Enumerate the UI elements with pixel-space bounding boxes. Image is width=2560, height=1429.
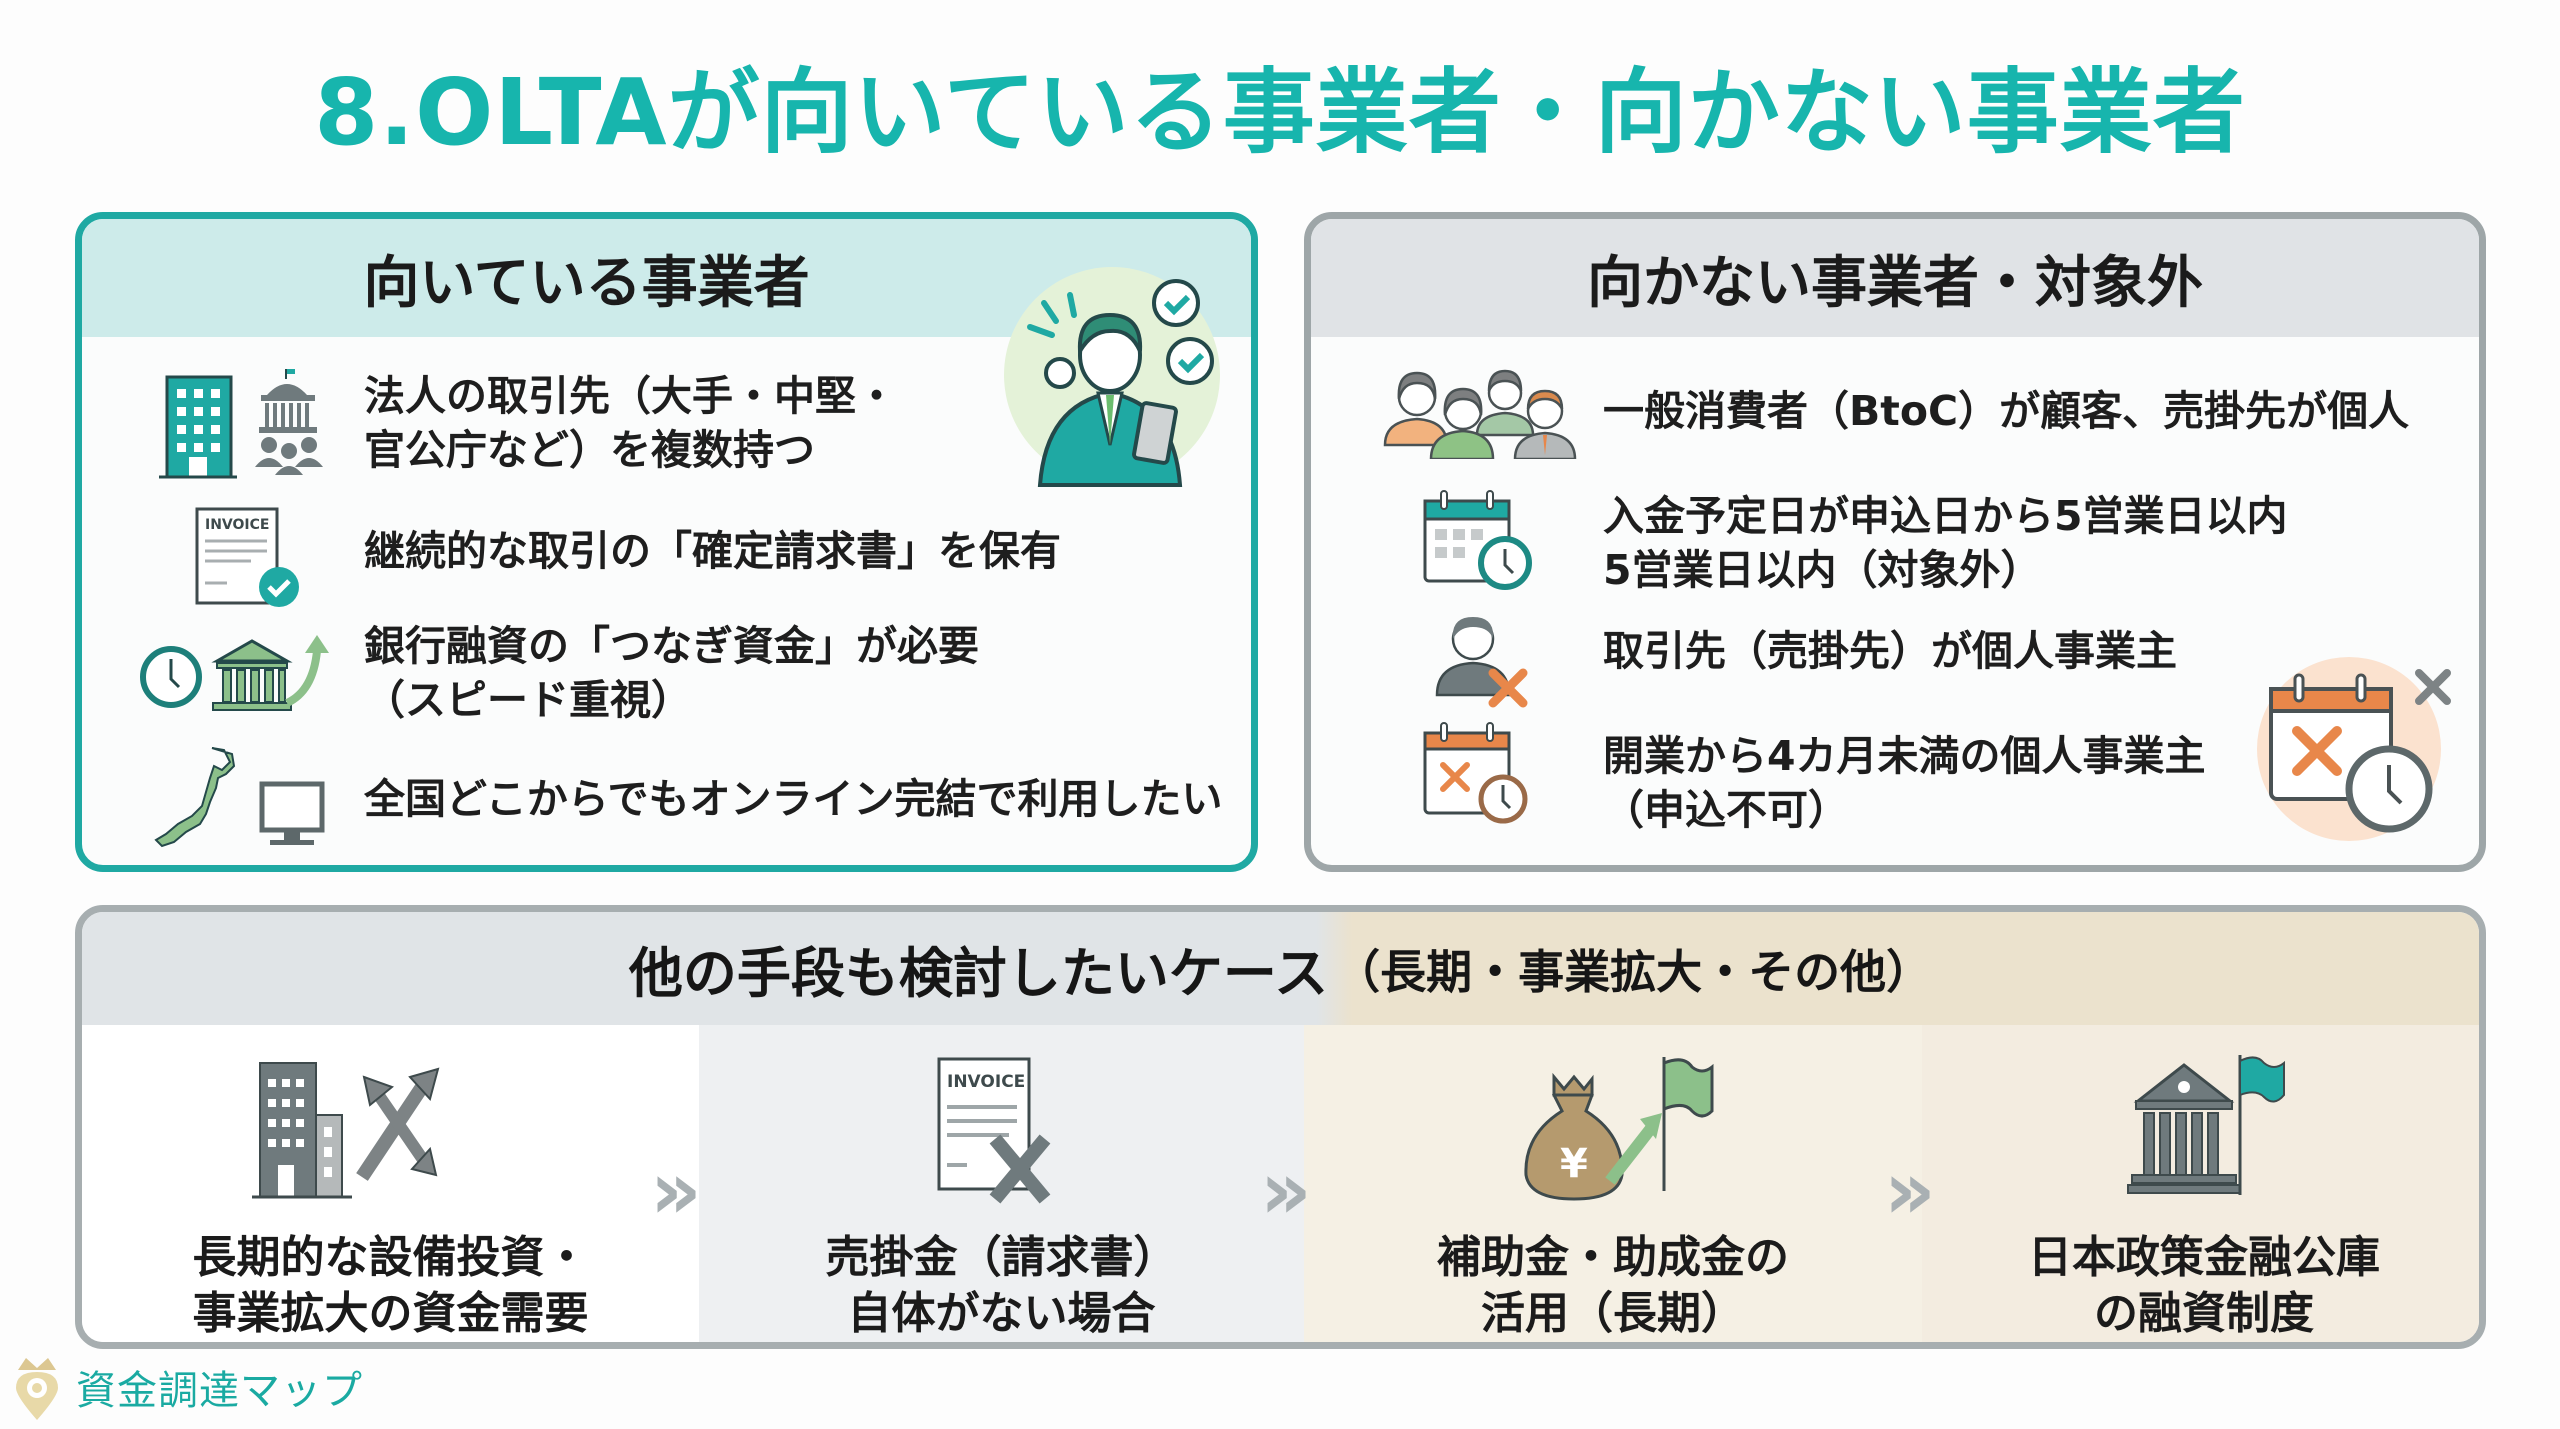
unsuitable-item-2-text: 取引先（売掛先）が個人事業主	[1603, 627, 2177, 675]
suitable-item-3: 銀行融資の「つなぎ資金」が必要 （スピード重視）	[364, 619, 979, 727]
clock-bank-arrow-icon	[140, 635, 329, 711]
building-arrows-icon	[252, 1062, 440, 1199]
alternatives-heading: 他の手段も検討したいケース （長期・事業拡大・その他）	[82, 912, 2479, 1025]
brand-name: 資金調達マップ	[76, 1368, 363, 1414]
alternative-item-2: INVOICE 売掛金（請求書） 自体がない場合	[699, 1025, 1304, 1342]
alternatives-heading-sub: （長期・事業拡大・その他）	[1334, 944, 1933, 999]
crown-pin-icon	[16, 1358, 58, 1420]
unsuitable-item-2: 入金予定日が申込日から5営業日以内 5営業日以内（対象外）	[1603, 489, 2288, 597]
unsuitable-panel: 向かない事業者・対象外 一般消費者（BtoC）が顧客、売掛先が個人 入金予定日が…	[1304, 212, 2486, 872]
alternative-item-4-text: 日本政策金融公庫 の融資制度	[2028, 1232, 2380, 1339]
suitable-item-1: 法人の取引先（大手・中堅・ 官公庁など）を複数持つ	[364, 369, 897, 477]
alternative-item-1: 長期的な設備投資・ 事業拡大の資金需要	[82, 1025, 699, 1342]
alternatives-heading-text: 他の手段も検討したいケース	[628, 942, 1329, 1005]
alternative-item-3: ¥ 補助金・助成金の 活用（長期）	[1304, 1025, 1922, 1342]
person-x-icon	[1435, 617, 1528, 708]
svg-text:INVOICE: INVOICE	[947, 1072, 1025, 1092]
chevron-right-icon: »	[1260, 1144, 1312, 1237]
suitable-item-3-text: 銀行融資の「つなぎ資金」が必要 （スピード重視）	[364, 622, 979, 724]
businessman-checkmarks-illustration	[1004, 267, 1220, 487]
unsuitable-heading: 向かない事業者・対象外	[1311, 219, 2479, 337]
unsuitable-item-4: 開業から4カ月未満の個人事業主 （申込不可）	[1603, 729, 2206, 837]
yen-bag-flag-icon: ¥	[1524, 1057, 1714, 1201]
suitable-item-2-text: 継続的な取引の「確定請求書」を保有	[364, 527, 1061, 575]
alternative-item-3-text: 補助金・助成金の 活用（長期）	[1437, 1232, 1789, 1339]
alternative-item-4: 日本政策金融公庫 の融資制度	[1922, 1025, 2479, 1342]
unsuitable-item-2-text: 入金予定日が申込日から5営業日以内 5営業日以内（対象外）	[1603, 492, 2288, 594]
chevron-right-icon: »	[1884, 1144, 1936, 1237]
bank-flag-icon	[2127, 1055, 2285, 1195]
calendar-clock-icon	[1423, 490, 1532, 590]
unsuitable-item-1-text: 一般消費者（BtoC）が顧客、売掛先が個人	[1603, 387, 2410, 435]
suitable-panel: 向いている事業者 法人の取引先（大手・中	[75, 212, 1258, 872]
calendar-x-clock-icon	[1423, 722, 1528, 824]
alternative-item-2-text: 売掛金（請求書） 自体がない場合	[825, 1232, 1178, 1339]
suitable-item-4-text: 全国どこからでもオンライン完結で利用したい	[364, 775, 1223, 823]
suitable-item-4: 全国どこからでもオンライン完結で利用したい	[364, 772, 1223, 826]
consumers-group-icon	[1383, 369, 1577, 459]
unsuitable-heading-text: 向かない事業者・対象外	[1587, 250, 2203, 316]
unsuitable-item-3: 取引先（売掛先）が個人事業主	[1603, 624, 2177, 678]
suitable-item-1-text: 法人の取引先（大手・中堅・ 官公庁など）を複数持つ	[364, 372, 897, 474]
svg-text:INVOICE: INVOICE	[205, 517, 269, 533]
suitable-item-2: 継続的な取引の「確定請求書」を保有	[364, 524, 1061, 578]
calendar-x-large-illustration	[2257, 657, 2451, 841]
japan-map-monitor-icon	[154, 747, 325, 848]
invoice-x-icon: INVOICE	[937, 1057, 1051, 1204]
suitable-heading-text: 向いている事業者	[363, 250, 810, 316]
alternative-item-1-text: 長期的な設備投資・ 事業拡大の資金需要	[192, 1232, 589, 1339]
page-title: 8.OLTAが向いている事業者・向かない事業者	[314, 59, 2246, 166]
unsuitable-item-4-text: 開業から4カ月未満の個人事業主 （申込不可）	[1603, 732, 2206, 834]
unsuitable-item-1: 一般消費者（BtoC）が顧客、売掛先が個人	[1603, 384, 2409, 438]
svg-text:¥: ¥	[1560, 1141, 1588, 1187]
brand-logo: 資金調達マップ	[12, 1352, 363, 1422]
suitable-heading: 向いている事業者	[82, 219, 1251, 337]
alternatives-panel: 他の手段も検討したいケース （長期・事業拡大・その他） 長期的な設備投資・ 事業…	[75, 905, 2486, 1349]
invoice-check-icon: INVOICE	[195, 507, 299, 607]
corporate-building-government-icon	[159, 369, 323, 479]
chevron-right-icon: »	[650, 1144, 702, 1237]
